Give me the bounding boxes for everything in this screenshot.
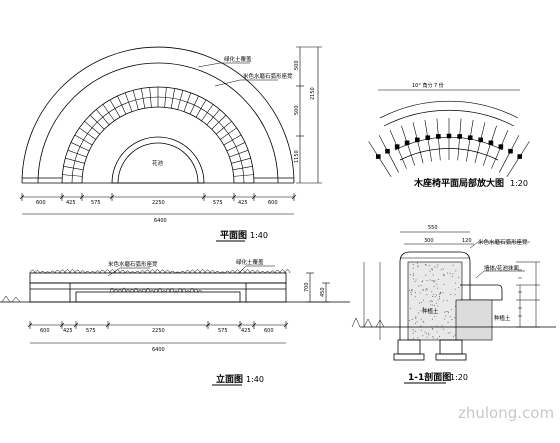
- section-title: 1-1剖面图: [408, 371, 451, 383]
- section-top-dim-1: 550: [428, 225, 438, 231]
- section-view: [351, 231, 556, 361]
- plan-side-dim-4: 1150: [294, 150, 300, 163]
- elevation-dim-7: 600: [264, 328, 274, 334]
- detail-arc-2: [383, 109, 515, 127]
- elevation-dim-3: 575: [86, 328, 96, 334]
- plan-planter: [111, 136, 205, 184]
- detail-title: 木座椅平面局部放大图: [413, 177, 504, 189]
- section-soil-fill: [407, 261, 463, 341]
- detail-angle-label: 10° 角分 7 份: [412, 82, 444, 89]
- elevation-note-1: 米色水磨石弧形座凳: [108, 260, 158, 268]
- elevation-overall-dim: 6400: [152, 347, 165, 353]
- plan-dim-5: 575: [213, 200, 223, 206]
- plan-note-1: 绿化土覆盖: [224, 55, 252, 63]
- watermark: zhulong.com: [458, 404, 554, 422]
- plan-side-dim-1: 2150: [310, 87, 316, 100]
- detail-arc-1: [379, 100, 519, 119]
- section-seat-support: [455, 299, 493, 341]
- plan-side-dim-3: 500: [294, 105, 300, 115]
- plan-dim-2: 425: [66, 200, 76, 206]
- plan-texts: 绿化土覆盖 米色水磨石弧形座凳 花池 600 425 575 2250 575 425 60…: [36, 55, 316, 242]
- plan-overall-dim: 6400: [154, 218, 167, 224]
- section-note-1: 米色水磨石弧形座凳: [478, 238, 528, 246]
- section-scale: 1:20: [450, 373, 468, 382]
- plan-leader-2: [214, 79, 278, 87]
- plan-brick-pattern: [62, 87, 254, 184]
- detail-scale: 1:20: [510, 179, 528, 188]
- section-note-3: 种植土: [422, 307, 439, 315]
- section-texts: 米色水磨石弧形座凳 墙体/花池抹面 种植土 种植土 550 300 120 1-…: [404, 225, 528, 384]
- elevation-texts: 米色水磨石弧形座凳 绿化土覆盖 600 425 575 2250 575 425 600 6…: [40, 258, 326, 386]
- section-footing-base-1: [393, 353, 425, 361]
- plan-note-2: 米色水磨石弧形座凳: [243, 72, 293, 80]
- elevation-note-2: 绿化土覆盖: [236, 258, 264, 266]
- plan-outer-arc: [21, 46, 295, 184]
- elevation-scale: 1:40: [246, 375, 264, 384]
- section-seat: [460, 284, 503, 301]
- plan-dim-3: 575: [91, 200, 101, 206]
- plan-brick-inner: [81, 106, 235, 184]
- plan-view: [19, 46, 322, 215]
- plan-scale: 1:40: [250, 231, 268, 240]
- elevation-view: [0, 265, 350, 344]
- plan-planter-inner: [117, 142, 199, 184]
- elevation-title: 立面图: [216, 373, 243, 385]
- section-top-dim-3: 120: [462, 238, 472, 244]
- plan-dim-7: 600: [268, 200, 278, 206]
- section-top-dim-2: 300: [424, 238, 434, 244]
- plan-outer-arc-2: [37, 62, 279, 184]
- elevation-side-dim-1: 700: [304, 282, 310, 292]
- elevation-dim-4: 2250: [152, 328, 165, 334]
- detail-texts: 10° 角分 7 份 木座椅平面局部放大图 1:20: [412, 82, 528, 189]
- section-note-4: 种植土: [494, 314, 511, 322]
- plan-dim-4: 2250: [152, 200, 165, 206]
- plan-dim-6: 425: [238, 200, 248, 206]
- plan-title: 平面图: [220, 230, 247, 241]
- section-footing-2: [439, 339, 463, 355]
- elevation-dim-2: 425: [63, 328, 73, 334]
- section-footing-1: [397, 339, 421, 355]
- plan-leader-1: [197, 62, 250, 68]
- section-footing-base-2: [435, 353, 467, 361]
- plan-dim-1: 600: [36, 200, 46, 206]
- detail-view: [368, 89, 530, 177]
- elevation-side-dim-2: 450: [320, 287, 326, 297]
- section-note-2: 墙体/花池抹面: [484, 264, 519, 272]
- elevation-dim-1: 600: [40, 328, 50, 334]
- plan-note-3: 花池: [152, 159, 164, 167]
- elevation-center-panel: [75, 291, 241, 303]
- elevation-dim-6: 425: [241, 328, 251, 334]
- elevation-planter-top: [29, 272, 287, 284]
- elevation-dim-5: 575: [218, 328, 228, 334]
- plan-side-dim-2: 500: [294, 60, 300, 70]
